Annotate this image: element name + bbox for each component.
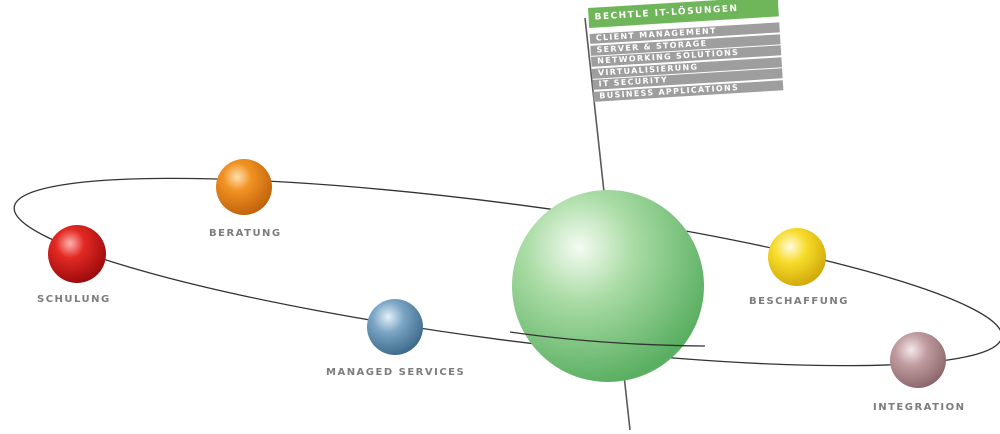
solutions-flag: BECHTLE IT-LÖSUNGEN CLIENT MANAGEMENT SE… <box>588 0 784 103</box>
integration-label: INTEGRATION <box>873 402 966 413</box>
integration-sphere[interactable] <box>890 332 946 388</box>
center-sphere <box>512 190 704 382</box>
beschaffung-sphere[interactable] <box>768 228 826 286</box>
beratung-sphere[interactable] <box>216 159 272 215</box>
orbit-front-segment <box>509 331 706 347</box>
schulung-sphere[interactable] <box>48 225 106 283</box>
beschaffung-label: BESCHAFFUNG <box>749 296 849 307</box>
managed-services-sphere[interactable] <box>367 299 423 355</box>
orbit-ellipse <box>13 177 1000 367</box>
beratung-label: BERATUNG <box>209 228 282 239</box>
schulung-label: SCHULUNG <box>37 294 111 305</box>
managed-services-label: MANAGED SERVICES <box>326 367 466 378</box>
